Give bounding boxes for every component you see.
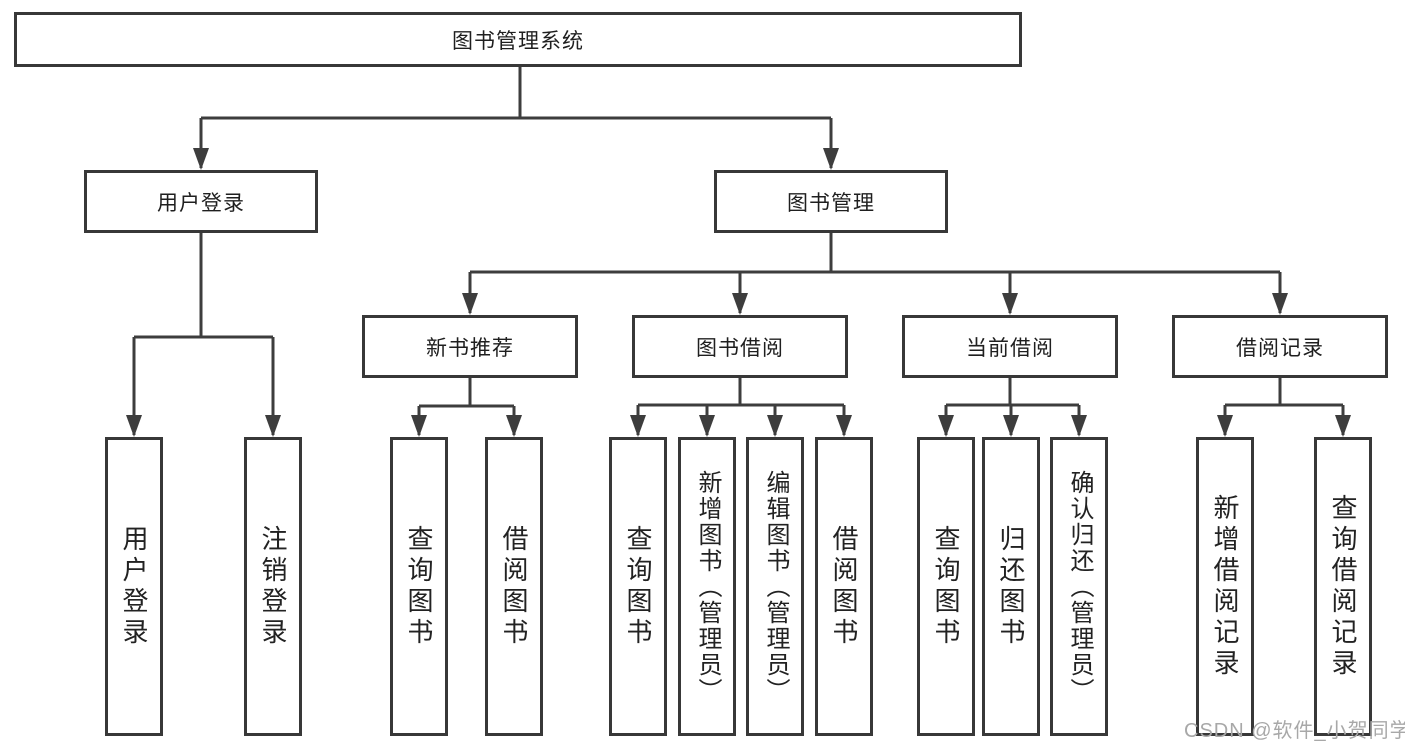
node-cb-query: 查询图书 <box>917 437 975 736</box>
node-cb-confirm: 确认归还（管理员） <box>1050 437 1108 736</box>
arrowhead <box>732 293 748 315</box>
arrowhead <box>265 415 281 437</box>
node-rec-borrow-label: 借阅图书 <box>499 524 529 649</box>
arrowhead <box>1335 415 1351 437</box>
node-bb-query-label: 查询图书 <box>623 524 653 649</box>
arrowhead <box>1002 293 1018 315</box>
node-root: 图书管理系统 <box>14 12 1022 67</box>
node-borrow-record: 借阅记录 <box>1172 315 1388 378</box>
arrowhead <box>836 415 852 437</box>
arrowhead <box>767 415 783 437</box>
node-br-query-label: 查询借阅记录 <box>1328 493 1358 680</box>
node-login: 用户登录 <box>105 437 163 736</box>
node-br-add-label: 新增借阅记录 <box>1210 493 1240 680</box>
edges-borrow-record <box>1217 378 1351 437</box>
edges-current-borrow <box>938 378 1087 437</box>
arrowhead <box>193 148 209 170</box>
node-logout: 注销登录 <box>244 437 302 736</box>
csdn-watermark: CSDN @软件_小贺同学 <box>1184 720 1405 742</box>
edges-new-book-rec <box>411 378 522 437</box>
node-br-query: 查询借阅记录 <box>1314 437 1372 736</box>
node-bb-edit: 编辑图书（管理员） <box>746 437 804 736</box>
arrowhead <box>1071 415 1087 437</box>
arrowhead <box>1003 415 1019 437</box>
node-rec-query-label: 查询图书 <box>404 524 434 649</box>
node-book-mgmt: 图书管理 <box>714 170 948 233</box>
node-cb-return-label: 归还图书 <box>996 524 1026 649</box>
node-rec-borrow: 借阅图书 <box>485 437 543 736</box>
node-rec-query: 查询图书 <box>390 437 448 736</box>
arrowhead <box>1217 415 1233 437</box>
node-cb-return: 归还图书 <box>982 437 1040 736</box>
node-login-label: 用户登录 <box>119 524 149 649</box>
arrowhead <box>699 415 715 437</box>
node-new-book-rec: 新书推荐 <box>362 315 578 378</box>
arrowhead <box>411 415 427 437</box>
node-bb-borrow-label: 借阅图书 <box>829 524 859 649</box>
arrowhead <box>126 415 142 437</box>
edges-book-borrow <box>630 378 852 437</box>
arrowhead <box>506 415 522 437</box>
node-book-borrow: 图书借阅 <box>632 315 848 378</box>
arrowhead <box>823 148 839 170</box>
arrowhead <box>938 415 954 437</box>
node-bb-borrow: 借阅图书 <box>815 437 873 736</box>
node-bb-edit-label: 编辑图书（管理员） <box>762 469 789 704</box>
node-logout-label: 注销登录 <box>258 524 288 649</box>
edges-book-mgmt <box>462 233 1288 315</box>
node-br-add: 新增借阅记录 <box>1196 437 1254 736</box>
arrowhead <box>462 293 478 315</box>
node-bb-add-label: 新增图书（管理员） <box>694 469 721 704</box>
edges-user-login <box>126 233 281 437</box>
node-cb-confirm-label: 确认归还（管理员） <box>1066 469 1093 704</box>
node-user-login: 用户登录 <box>84 170 318 233</box>
edges-root <box>193 66 839 170</box>
node-bb-query: 查询图书 <box>609 437 667 736</box>
node-cb-query-label: 查询图书 <box>931 524 961 649</box>
arrowhead <box>1272 293 1288 315</box>
node-current-borrow: 当前借阅 <box>902 315 1118 378</box>
node-bb-add: 新增图书（管理员） <box>678 437 736 736</box>
arrowhead <box>630 415 646 437</box>
